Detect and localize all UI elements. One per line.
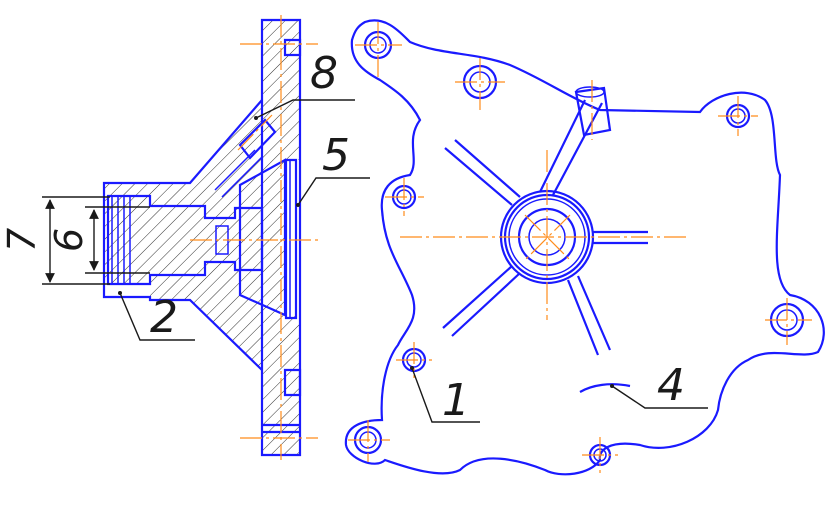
callout-8: 8 — [310, 48, 338, 99]
leader-4 — [611, 385, 708, 409]
flange-plate — [260, 18, 302, 457]
leader-5 — [297, 177, 370, 206]
pipe-fitting — [574, 80, 612, 140]
callout-1: 1 — [442, 375, 470, 426]
leader-8-dot — [254, 116, 258, 120]
bolt-hole-top — [455, 58, 505, 110]
callout-5: 5 — [322, 130, 350, 181]
ribs — [442, 99, 648, 356]
leader-5-dot — [296, 203, 300, 207]
oil-passage — [214, 149, 263, 198]
central-hub — [400, 150, 690, 320]
dimension-6-text: 6 — [47, 228, 91, 252]
channel-axis — [237, 114, 273, 151]
flange-recess-bottom — [283, 368, 302, 397]
hub-outline — [102, 99, 263, 371]
bolt-hole-left — [385, 178, 424, 216]
section-view: 8 5 2 7 6 — [0, 15, 370, 460]
part-4-mark — [579, 383, 631, 393]
bolt-hole-top-left — [355, 22, 402, 80]
bolt-hole-item-1 — [396, 342, 432, 378]
bolt-hole-top-right — [718, 96, 758, 136]
seal-groove — [111, 196, 131, 284]
callout-2: 2 — [150, 292, 178, 343]
bolt-hole-bottom-left — [348, 420, 390, 462]
section-hatched-body — [104, 20, 300, 455]
front-view: 1 4 — [344, 19, 825, 476]
bolt-hole-right — [765, 298, 812, 345]
callout-4: 4 — [657, 360, 685, 411]
housing-outline — [344, 19, 825, 476]
leader-1 — [411, 367, 480, 423]
disc-item-5 — [284, 158, 298, 320]
oil-channel — [238, 118, 277, 160]
leader-2-dot — [118, 291, 122, 295]
bolt-hole-bottom — [582, 437, 618, 473]
flange-recess-top — [283, 38, 302, 57]
dimension-7-text: 7 — [0, 228, 44, 252]
leader-1-dot — [410, 366, 414, 370]
leader-8 — [255, 99, 355, 119]
leader-2 — [119, 292, 195, 341]
leader-4-dot — [610, 384, 614, 388]
hub-bore — [106, 194, 264, 286]
